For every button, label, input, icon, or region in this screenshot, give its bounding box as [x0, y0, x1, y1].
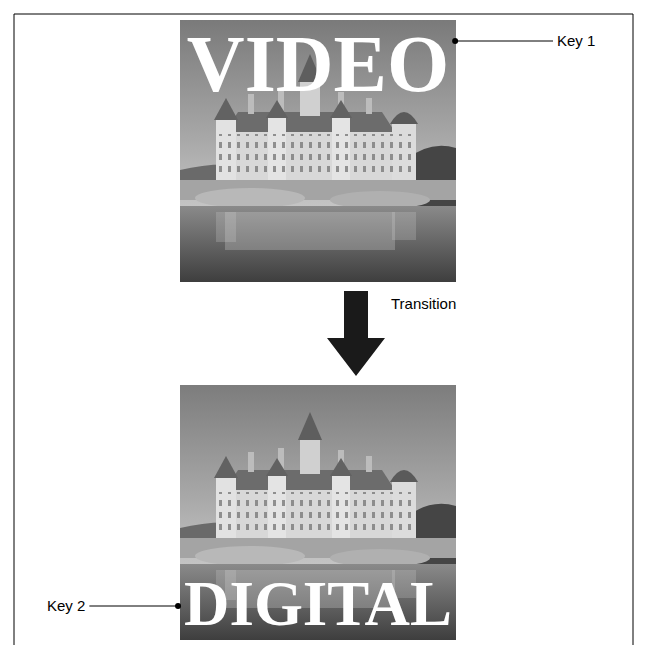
- edge-label: Transition: [391, 295, 456, 313]
- key-title: VIDEO: [187, 24, 449, 104]
- frame-line: [14, 14, 633, 15]
- key-label: Key 1: [557, 32, 595, 50]
- leader-line: [455, 41, 553, 42]
- leader-line: [89, 606, 178, 607]
- frame-line: [633, 14, 634, 645]
- castle-photo: [180, 385, 456, 640]
- leader-dot: [175, 603, 181, 609]
- transition-arrow: [327, 291, 385, 376]
- frame-line: [14, 14, 15, 645]
- photo-frame: VIDEO: [180, 20, 456, 282]
- key-label: Key 2: [47, 597, 85, 615]
- leader-dot: [452, 38, 458, 44]
- photo-frame: DIGITAL: [180, 385, 456, 640]
- castle-photo: [180, 20, 456, 282]
- key-title: DIGITAL: [184, 573, 452, 636]
